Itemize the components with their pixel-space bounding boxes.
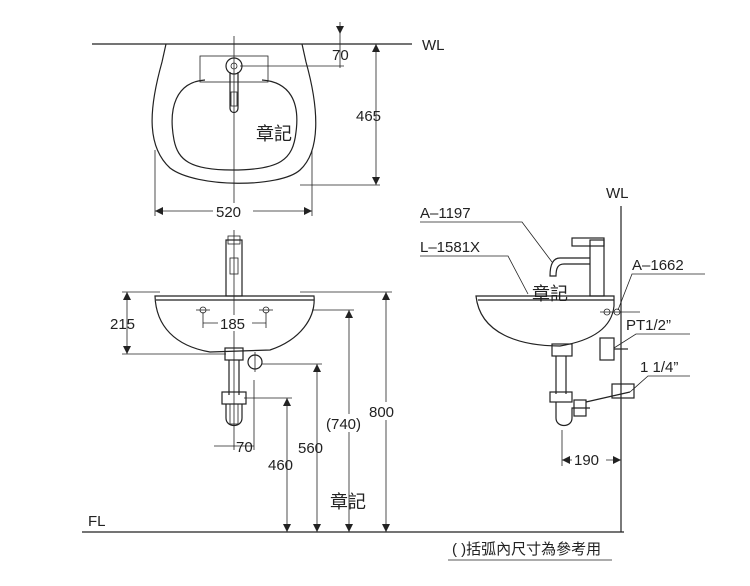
stamp-top: 章記 bbox=[256, 124, 292, 144]
basin-outline-front bbox=[154, 295, 315, 353]
dim-560-arrow-bottom bbox=[313, 524, 321, 532]
dim-215-label: 215 bbox=[110, 316, 135, 333]
dim-460-arrow-bottom bbox=[283, 524, 291, 532]
dim-800-arrow-top bbox=[382, 292, 390, 300]
dim-465-arrow-bottom bbox=[372, 177, 380, 185]
drain-outlet-wall bbox=[611, 383, 635, 399]
dim-465-label: 465 bbox=[356, 108, 381, 125]
basin-outline-top bbox=[151, 43, 317, 184]
dim-740-label: (740) bbox=[326, 416, 361, 433]
basin-outline-side bbox=[475, 295, 615, 347]
dim-800-arrow-bottom bbox=[382, 524, 390, 532]
dim-560-arrow-top bbox=[313, 364, 321, 372]
drain-neck-side bbox=[551, 343, 573, 357]
faucet-spout-side bbox=[549, 257, 590, 277]
part-basin-label: L–1581X bbox=[420, 239, 480, 256]
wl-label-side: WL bbox=[606, 185, 629, 202]
dim-215-arrow-top bbox=[123, 292, 131, 300]
dim-70f-label: 70 bbox=[236, 439, 253, 456]
stamp-side: 章記 bbox=[532, 284, 568, 304]
dim-215-arrow-bottom bbox=[123, 346, 131, 354]
dim-740-arrow-bottom bbox=[345, 524, 353, 532]
dim-190-mask bbox=[572, 452, 606, 468]
leader-basin bbox=[420, 255, 529, 295]
leader-bracket bbox=[617, 273, 705, 311]
fl-label: FL bbox=[88, 513, 106, 530]
leader-pt bbox=[613, 333, 690, 349]
dim-520-arrow-left bbox=[155, 207, 163, 215]
dim-520-mask bbox=[213, 203, 253, 219]
dim-465-arrow-top bbox=[372, 44, 380, 52]
dim-185-label: 185 bbox=[220, 316, 245, 333]
dim-460-label: 460 bbox=[268, 457, 293, 474]
dim-560-label: 560 bbox=[298, 440, 323, 457]
dim-70-arrow bbox=[336, 26, 344, 34]
faucet-body-side bbox=[589, 239, 605, 297]
angle-valve-side bbox=[599, 337, 615, 361]
dim-70-label: 70 bbox=[332, 47, 349, 64]
part-faucet-label: A–1197 bbox=[420, 205, 471, 222]
trap-bend-side bbox=[555, 402, 590, 427]
bracket-bolt bbox=[600, 308, 640, 316]
side-view: WL 章記 A–1197 L–1581X A–1662 bbox=[420, 185, 705, 532]
dim-740-arrow-top bbox=[345, 310, 353, 318]
reference-note-text: ( )括弧內尺寸為參考用 bbox=[452, 541, 601, 558]
trap-bend-front bbox=[225, 404, 243, 427]
pt-label: PT1/2” bbox=[626, 317, 671, 334]
wl-label-top: WL bbox=[422, 37, 445, 54]
trap-outlet-top bbox=[585, 391, 631, 403]
top-view: WL 章記 70 465 520 bbox=[92, 22, 445, 221]
leader-drain bbox=[629, 375, 690, 393]
dim-190-label: 190 bbox=[574, 452, 599, 469]
dim-800-mask bbox=[368, 402, 404, 420]
dim-740-mask bbox=[324, 414, 372, 432]
basin-bowl-top bbox=[171, 79, 298, 171]
dim-520-arrow-right bbox=[304, 207, 312, 215]
dim-190-arrow-right bbox=[613, 456, 621, 464]
trap-nut-side bbox=[549, 391, 573, 403]
drain-size-label: 1 1/4” bbox=[640, 359, 678, 376]
part-bracket-label: A–1662 bbox=[632, 257, 684, 274]
front-view: 185 215 70 460 560 bbox=[82, 230, 624, 533]
trap-union-side bbox=[573, 399, 587, 417]
leader-faucet bbox=[420, 221, 553, 263]
faucet-lever-side bbox=[571, 237, 605, 247]
dim-185-mask bbox=[218, 315, 252, 331]
dim-800-label: 800 bbox=[369, 404, 394, 421]
stamp-front: 章記 bbox=[330, 492, 366, 512]
dim-460-arrow-top bbox=[283, 398, 291, 406]
reference-note: ( )括弧內尺寸為參考用 bbox=[448, 541, 612, 561]
dim-190-arrow-left bbox=[562, 456, 570, 464]
dim-520-label: 520 bbox=[216, 204, 241, 221]
trap-sleeve-front bbox=[229, 403, 239, 425]
